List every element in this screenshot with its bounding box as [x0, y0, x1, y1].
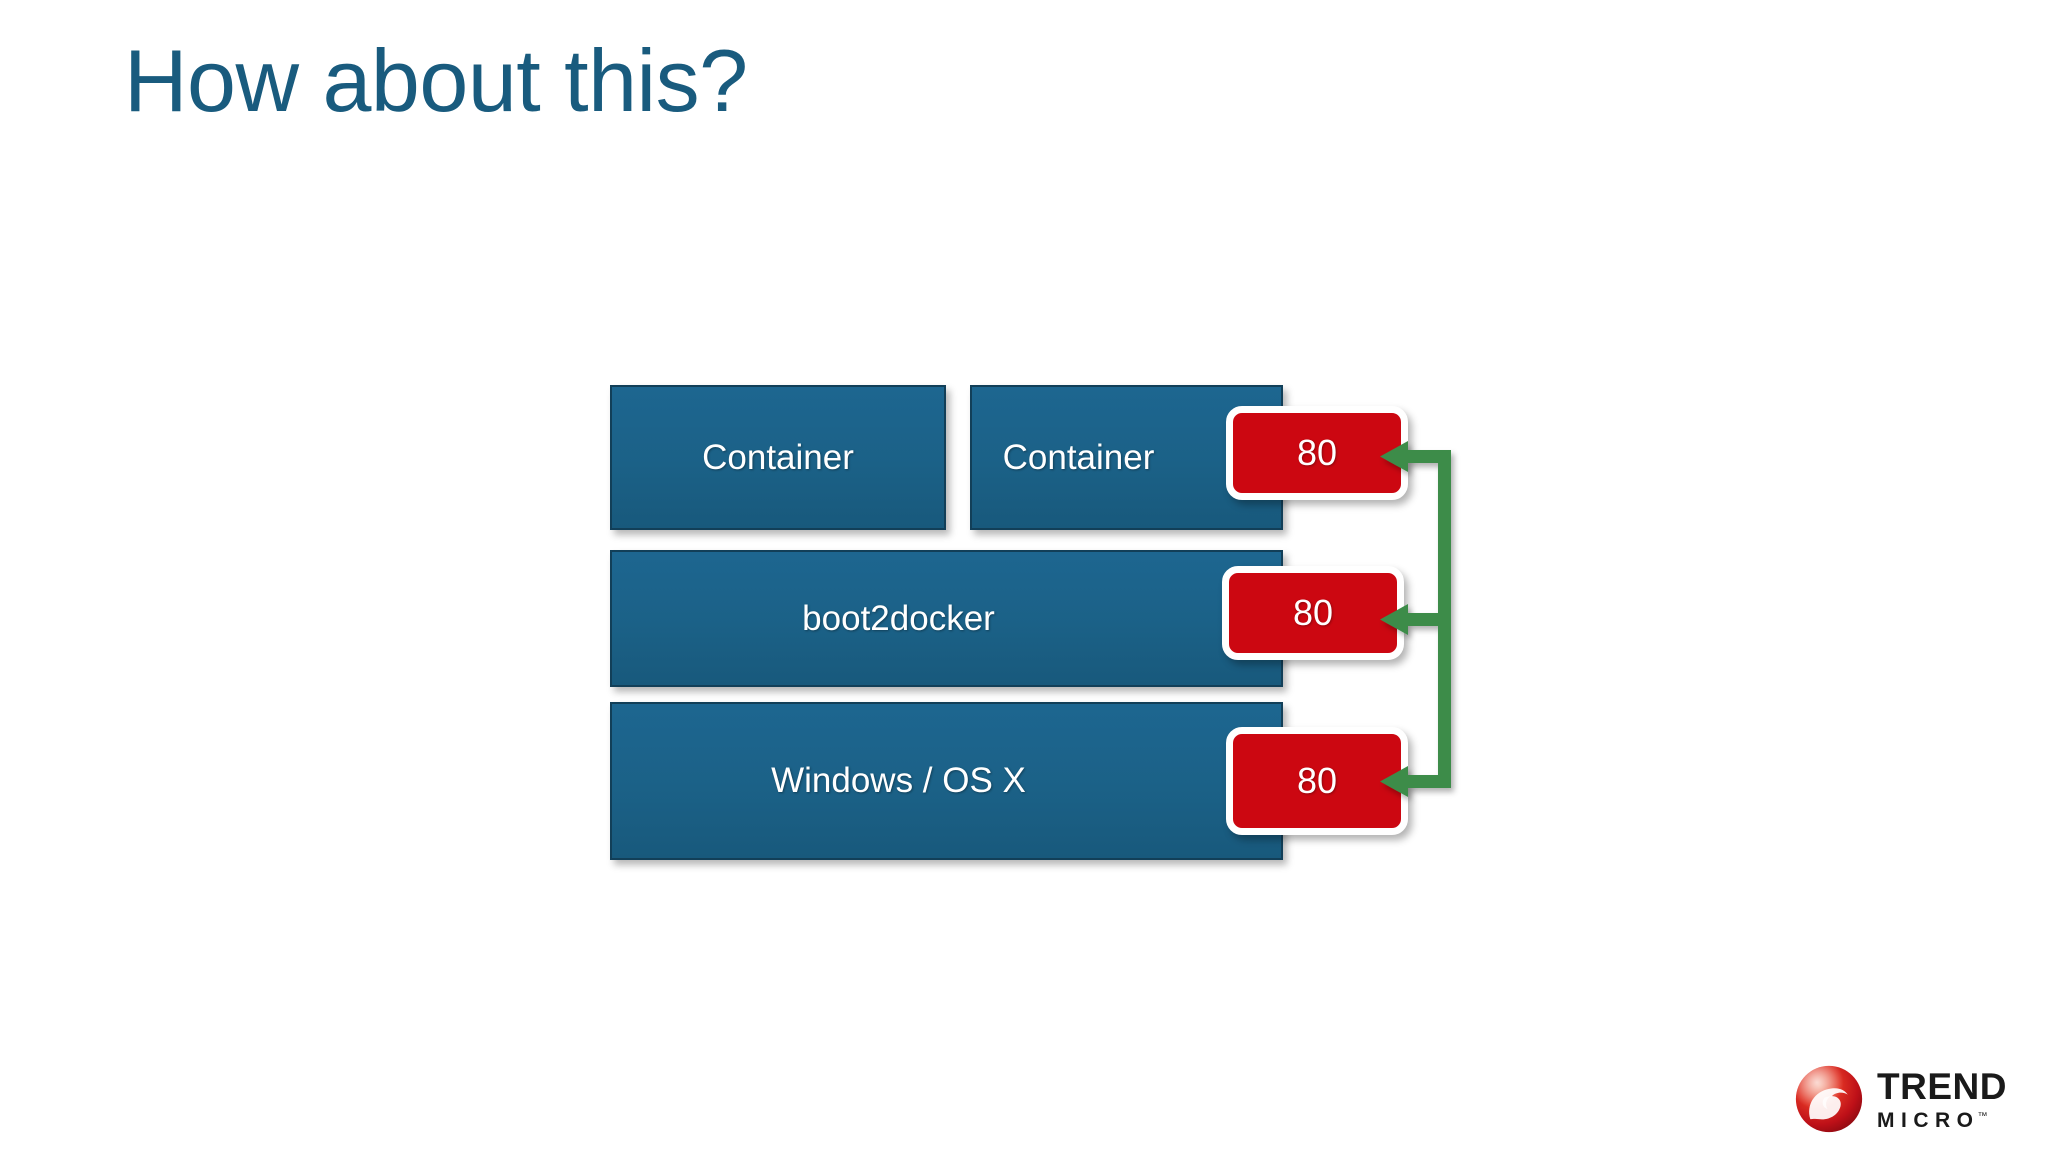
trend-micro-sphere-icon — [1795, 1065, 1863, 1133]
host-os-box: Windows / OS X — [610, 702, 1283, 860]
boot2docker-box: boot2docker — [610, 550, 1283, 687]
host-os-box-label: Windows / OS X — [771, 761, 1026, 800]
brand-sub: MICRO — [1877, 1108, 1980, 1132]
page-title: How about this? — [124, 31, 748, 130]
port-badge-container: 80 — [1226, 406, 1408, 500]
port-badge-host-os-label: 80 — [1296, 760, 1338, 801]
brand-name: TREND — [1877, 1065, 2007, 1107]
port-badge-container-label: 80 — [1296, 432, 1338, 473]
trademark-symbol: ™ — [1977, 1110, 1988, 1122]
boot2docker-box-label: boot2docker — [802, 598, 995, 638]
port-badge-boot2docker-label: 80 — [1292, 592, 1334, 633]
trend-micro-wordmark: TREND MICRO ™ — [1877, 1068, 2007, 1131]
container-box-2-label: Container — [1002, 437, 1155, 477]
container-box-1: Container — [610, 385, 946, 530]
container-box-1-label: Container — [702, 437, 854, 477]
port-badge-host-os: 80 — [1226, 727, 1408, 835]
port-badge-boot2docker: 80 — [1222, 566, 1404, 660]
trend-micro-logo: TREND MICRO ™ — [1793, 1058, 2013, 1140]
